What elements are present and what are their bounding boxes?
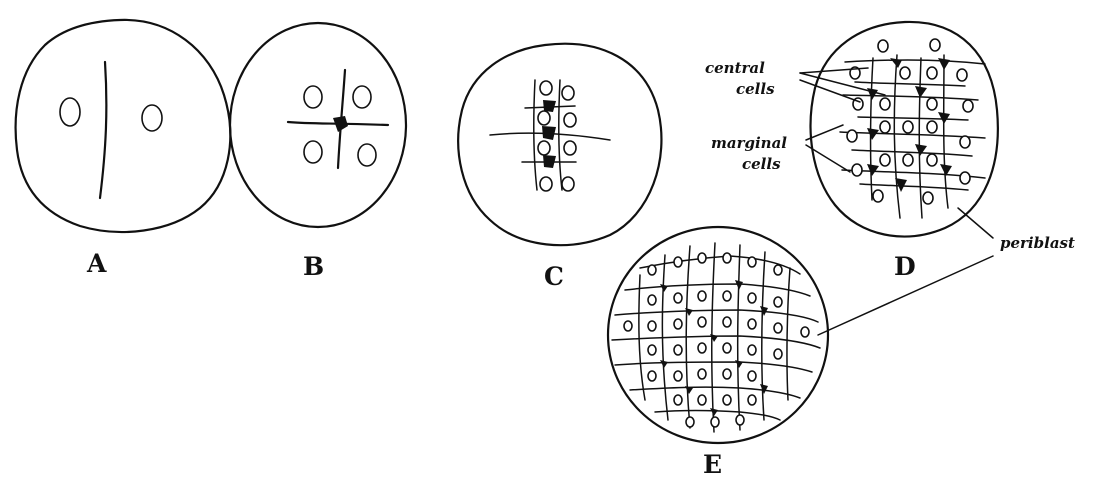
panel-d-blob [938, 58, 950, 70]
panel-d-cell-wall [845, 60, 985, 64]
label-periblast: periblast [1000, 234, 1075, 252]
panel-c-nucleus [564, 113, 576, 127]
panel-d-blob [938, 112, 950, 124]
panel-d-nucleus [878, 40, 888, 52]
leader-periblast-d [958, 208, 993, 238]
panel-d-nucleus [927, 67, 937, 79]
panel-d-nucleus [963, 100, 973, 112]
panel-c-nucleus [564, 141, 576, 155]
panel-d-cell-wall [894, 55, 900, 218]
panel-label-a: A [86, 249, 107, 278]
panel-c-nucleus [540, 177, 552, 191]
panel-b-nucleus [304, 86, 322, 108]
panel-label-d: D [894, 252, 916, 281]
panel-c-furrow-left [534, 80, 537, 190]
label-marginal-cells: cells [742, 155, 781, 173]
panel-e [608, 227, 828, 443]
panel-d-nucleus [900, 67, 910, 79]
panel-d [811, 22, 998, 237]
panel-a [16, 20, 231, 232]
panel-b-nucleus [358, 144, 376, 166]
panel-d-nucleus [960, 136, 970, 148]
panel-label-c: C [544, 262, 564, 291]
panel-d-nucleus [903, 154, 913, 166]
panel-c-nucleus [562, 86, 574, 100]
panel-d-cell-wall [919, 58, 922, 218]
panel-d-nucleus [903, 121, 913, 133]
panel-d-blob [915, 144, 927, 156]
panel-d-nucleus [930, 39, 940, 51]
panel-a-nucleus-right [142, 105, 162, 131]
label-central-cells: cells [736, 80, 775, 98]
panel-c-blob [543, 100, 556, 112]
panel-d-nucleus [957, 69, 967, 81]
panel-c [458, 44, 661, 245]
panel-d-nucleus [960, 172, 970, 184]
panel-a-nucleus-left [60, 98, 80, 126]
leader-marginal-cells-2 [806, 145, 850, 172]
panel-label-e: E [703, 450, 722, 479]
panel-d-cell-wall [858, 117, 968, 120]
panel-c-nucleus [540, 81, 552, 95]
panel-b-central-blob [333, 116, 348, 132]
panel-b-nucleus [353, 86, 371, 108]
panel-label-b: B [303, 252, 324, 281]
panel-c-blob [542, 126, 556, 140]
panel-c-nucleus [562, 177, 574, 191]
panel-b [230, 23, 406, 227]
panel-d-nucleus [923, 192, 933, 204]
panel-d-blob [867, 88, 878, 100]
panel-d-cell-wall [843, 95, 978, 100]
panel-a-outline [16, 20, 231, 232]
panel-c-nucleus [538, 141, 550, 155]
panel-d-cell-wall [860, 184, 968, 190]
panel-a-cleavage-furrow [100, 62, 106, 198]
panel-d-nucleus [880, 121, 890, 133]
panel-d-nucleus [927, 98, 937, 110]
panel-c-outline [458, 44, 661, 245]
label-central: central [705, 59, 765, 77]
panel-d-nucleus [927, 121, 937, 133]
panel-d-nucleus [852, 164, 862, 176]
panel-c-blob [543, 155, 556, 168]
leader-central-cells-3 [800, 80, 860, 102]
panel-d-cell-wall [944, 55, 948, 208]
panel-d-blob [867, 164, 879, 176]
panel-d-nucleus [927, 154, 937, 166]
panel-d-nucleus [880, 154, 890, 166]
panel-d-nucleus [880, 98, 890, 110]
panel-c-nucleus [538, 111, 550, 125]
panel-b-nucleus [304, 141, 322, 163]
label-marginal: marginal [711, 134, 787, 152]
panel-d-nucleus [847, 130, 857, 142]
panel-d-nucleus [873, 190, 883, 202]
